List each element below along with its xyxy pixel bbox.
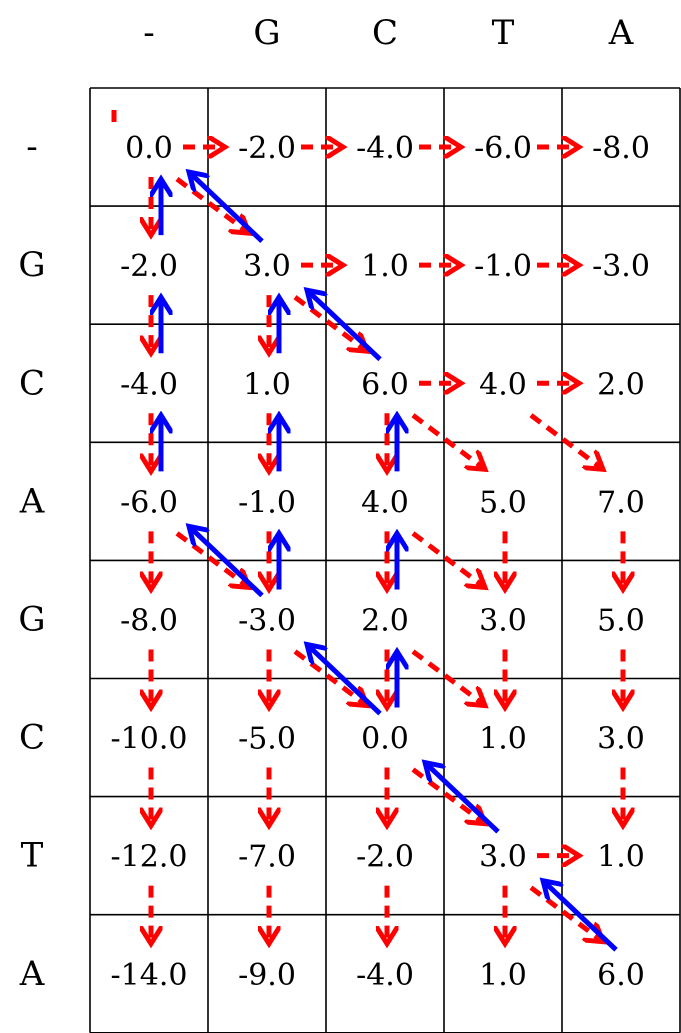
matrix-cell-value: 1.0 <box>243 367 291 402</box>
traceback-arrow-diagonal <box>543 881 618 952</box>
row-header: A <box>19 954 45 994</box>
matrix-cell-value: 0.0 <box>361 722 409 757</box>
row-header: G <box>18 599 45 639</box>
matrix-cell-value: -3.0 <box>592 249 650 284</box>
row-headers: - G C A G C T A <box>18 127 45 994</box>
forward-arrow-diagonal <box>411 413 485 469</box>
matrix-cell-value: -8.0 <box>592 131 650 166</box>
matrix-cell-value: 1.0 <box>479 958 527 993</box>
matrix-cell-value: -2.0 <box>238 131 296 166</box>
matrix-cell-value: -1.0 <box>238 485 296 520</box>
matrix-cell-value: 6.0 <box>361 367 409 402</box>
forward-arrow-diagonal <box>529 885 603 942</box>
matrix-cell-value: -4.0 <box>120 367 178 402</box>
matrix-cell-value: -2.0 <box>120 249 178 284</box>
cell-values: 0.0 -2.0 -4.0 -6.0 -8.0 -2.0 3.0 1.0 -1.0 -3.0 -4.… <box>108 128 653 996</box>
matrix-cell-value: 7.0 <box>597 485 645 520</box>
row-header: - <box>26 127 38 167</box>
forward-arrow-diagonal <box>529 413 603 469</box>
row-header: G <box>18 245 45 285</box>
matrix-cell-value: -9.0 <box>238 958 296 993</box>
matrix-cell-value: -7.0 <box>238 840 296 875</box>
matrix-cell-value: -4.0 <box>356 958 414 993</box>
matrix-cell-value: 1.0 <box>479 722 527 757</box>
matrix-cell-value: 3.0 <box>479 840 527 875</box>
matrix-cell-value: -3.0 <box>238 603 296 638</box>
traceback-arrow-diagonal <box>189 172 264 243</box>
forward-arrow-diagonal <box>411 531 485 587</box>
traceback-arrow-diagonal <box>307 290 382 362</box>
matrix-cell-value: 5.0 <box>479 485 527 520</box>
matrix-cell-value: 3.0 <box>243 249 291 284</box>
matrix-cell-value: -12.0 <box>111 840 188 875</box>
matrix-cell-value: 2.0 <box>361 603 409 638</box>
matrix-cell-value: 6.0 <box>597 958 645 993</box>
row-header: T <box>21 836 44 876</box>
traceback-arrow-diagonal <box>425 763 500 834</box>
column-header: G <box>253 13 280 53</box>
column-header: A <box>608 13 634 53</box>
matrix-cell-value: -14.0 <box>111 958 188 993</box>
matrix-cell-value: 1.0 <box>361 249 409 284</box>
traceback-arrow-diagonal <box>307 644 382 716</box>
matrix-cell-value: 0.0 <box>125 131 173 166</box>
column-header: T <box>492 13 515 53</box>
row-header: A <box>19 481 45 521</box>
matrix-cell-value: -2.0 <box>356 840 414 875</box>
forward-arrow-diagonal <box>175 177 249 233</box>
matrix-cell-value: -4.0 <box>356 131 414 166</box>
column-header: - <box>143 13 155 53</box>
matrix-cell-value: 1.0 <box>597 840 645 875</box>
forward-arrow-diagonal <box>293 295 367 351</box>
traceback-arrow-diagonal <box>189 526 264 598</box>
matrix-cell-value: -8.0 <box>120 603 178 638</box>
matrix-cell-value: -6.0 <box>474 131 532 166</box>
matrix-cell-value: -6.0 <box>120 485 178 520</box>
row-header: C <box>19 363 45 403</box>
forward-arrow-diagonal <box>411 767 485 824</box>
matrix-cell-value: 5.0 <box>597 603 645 638</box>
row-header: C <box>19 718 45 758</box>
matrix-cell-value: 2.0 <box>597 367 645 402</box>
matrix-cell-value: 4.0 <box>361 485 409 520</box>
forward-arrow-diagonal <box>175 531 249 587</box>
matrix-cell-value: -10.0 <box>111 722 188 757</box>
column-header: C <box>372 13 398 53</box>
forward-arrow-diagonal <box>293 649 367 705</box>
matrix-cell-value: 3.0 <box>479 603 527 638</box>
matrix-cell-value: -1.0 <box>474 249 532 284</box>
matrix-cell-value: 4.0 <box>479 367 527 402</box>
matrix-cell-value: 3.0 <box>597 722 645 757</box>
matrix-cell-value: -5.0 <box>238 722 296 757</box>
forward-arrow-diagonal <box>411 649 485 705</box>
traceback-arrows <box>161 172 618 952</box>
